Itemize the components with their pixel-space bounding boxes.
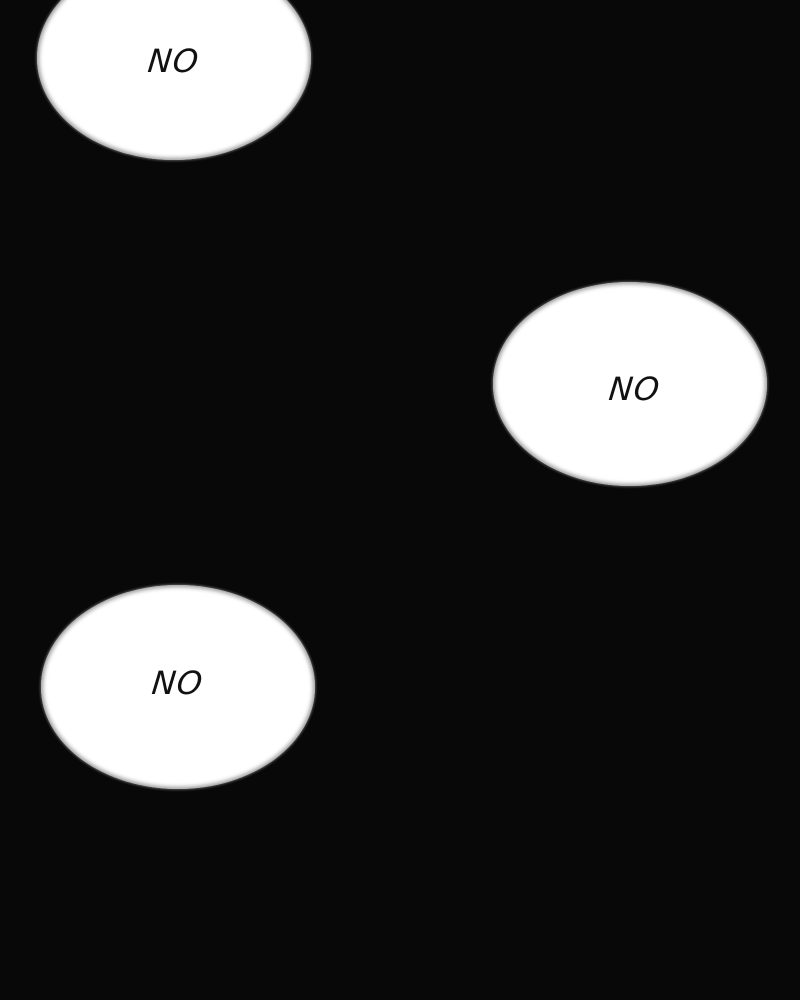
speech-bubble-middle-right: NO [493, 282, 767, 486]
speech-text: NO [607, 370, 663, 408]
speech-bubble-bottom-left: NO [41, 585, 315, 789]
speech-bubble-top-left: NO [37, 0, 311, 160]
speech-text: NO [150, 664, 206, 702]
speech-text: NO [146, 42, 202, 80]
